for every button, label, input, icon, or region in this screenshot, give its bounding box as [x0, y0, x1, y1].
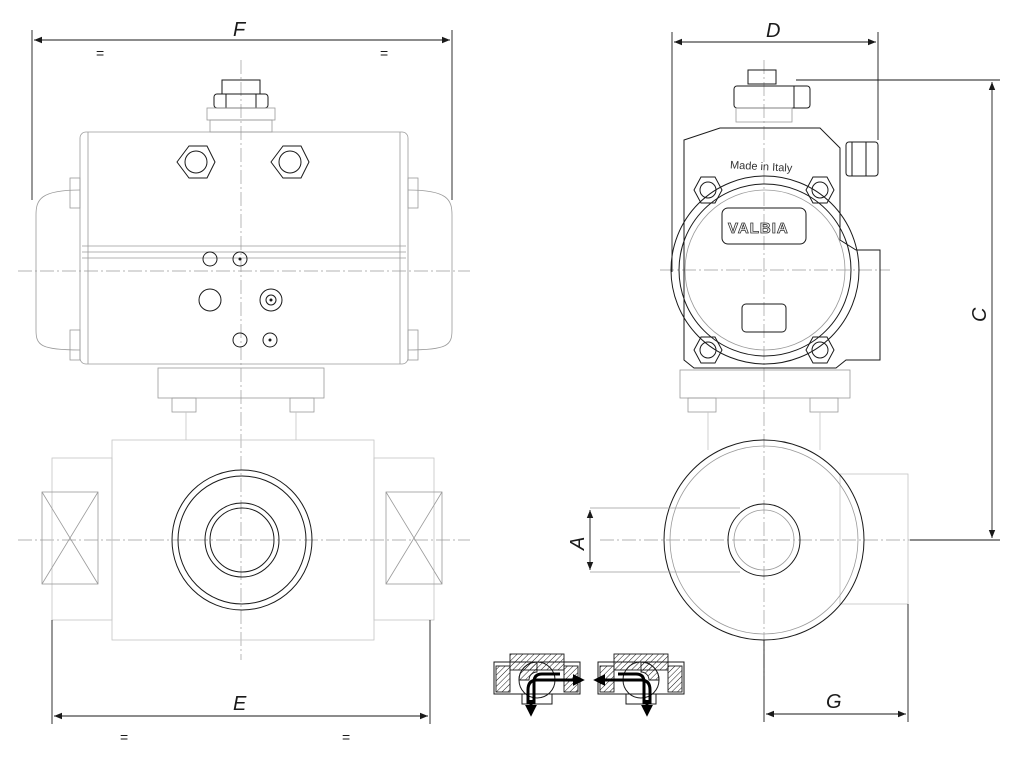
brand-logo-label: VALBIA [728, 220, 789, 237]
front-valve-body [41, 439, 443, 641]
front-actuator-body [35, 131, 453, 365]
made-in-label: Made in Italy [730, 159, 793, 174]
dimension-F: F = = [31, 19, 453, 200]
dimension-D: D [671, 20, 879, 272]
side-actuator-housing: Made in Italy VALBIA [670, 127, 881, 369]
side-view: Made in Italy VALBIA [590, 60, 920, 680]
front-mounting-bracket [157, 367, 325, 440]
dim-equal-top-left: = [96, 45, 104, 61]
dim-label-D: D [766, 20, 780, 42]
dim-equal-bottom-left: = [120, 729, 128, 745]
dim-label-F: F [233, 19, 247, 41]
flow-diagram-right [593, 653, 685, 717]
dim-label-E: E [233, 693, 247, 715]
dimension-C: C [796, 79, 1000, 541]
side-position-indicator [733, 69, 811, 123]
flow-diagram-left [493, 653, 585, 717]
side-valve-body [590, 439, 909, 641]
front-view [18, 60, 470, 660]
dim-label-G: G [826, 691, 842, 713]
dimension-E: E = = [51, 620, 431, 745]
dim-equal-bottom-right: = [342, 729, 350, 745]
dim-equal-top-right: = [380, 45, 388, 61]
dim-label-A: A [567, 537, 589, 551]
dimension-A: A [567, 510, 594, 570]
side-mounting-bracket [679, 369, 851, 450]
dimension-G: G [763, 604, 909, 722]
dim-label-C: C [969, 307, 991, 322]
